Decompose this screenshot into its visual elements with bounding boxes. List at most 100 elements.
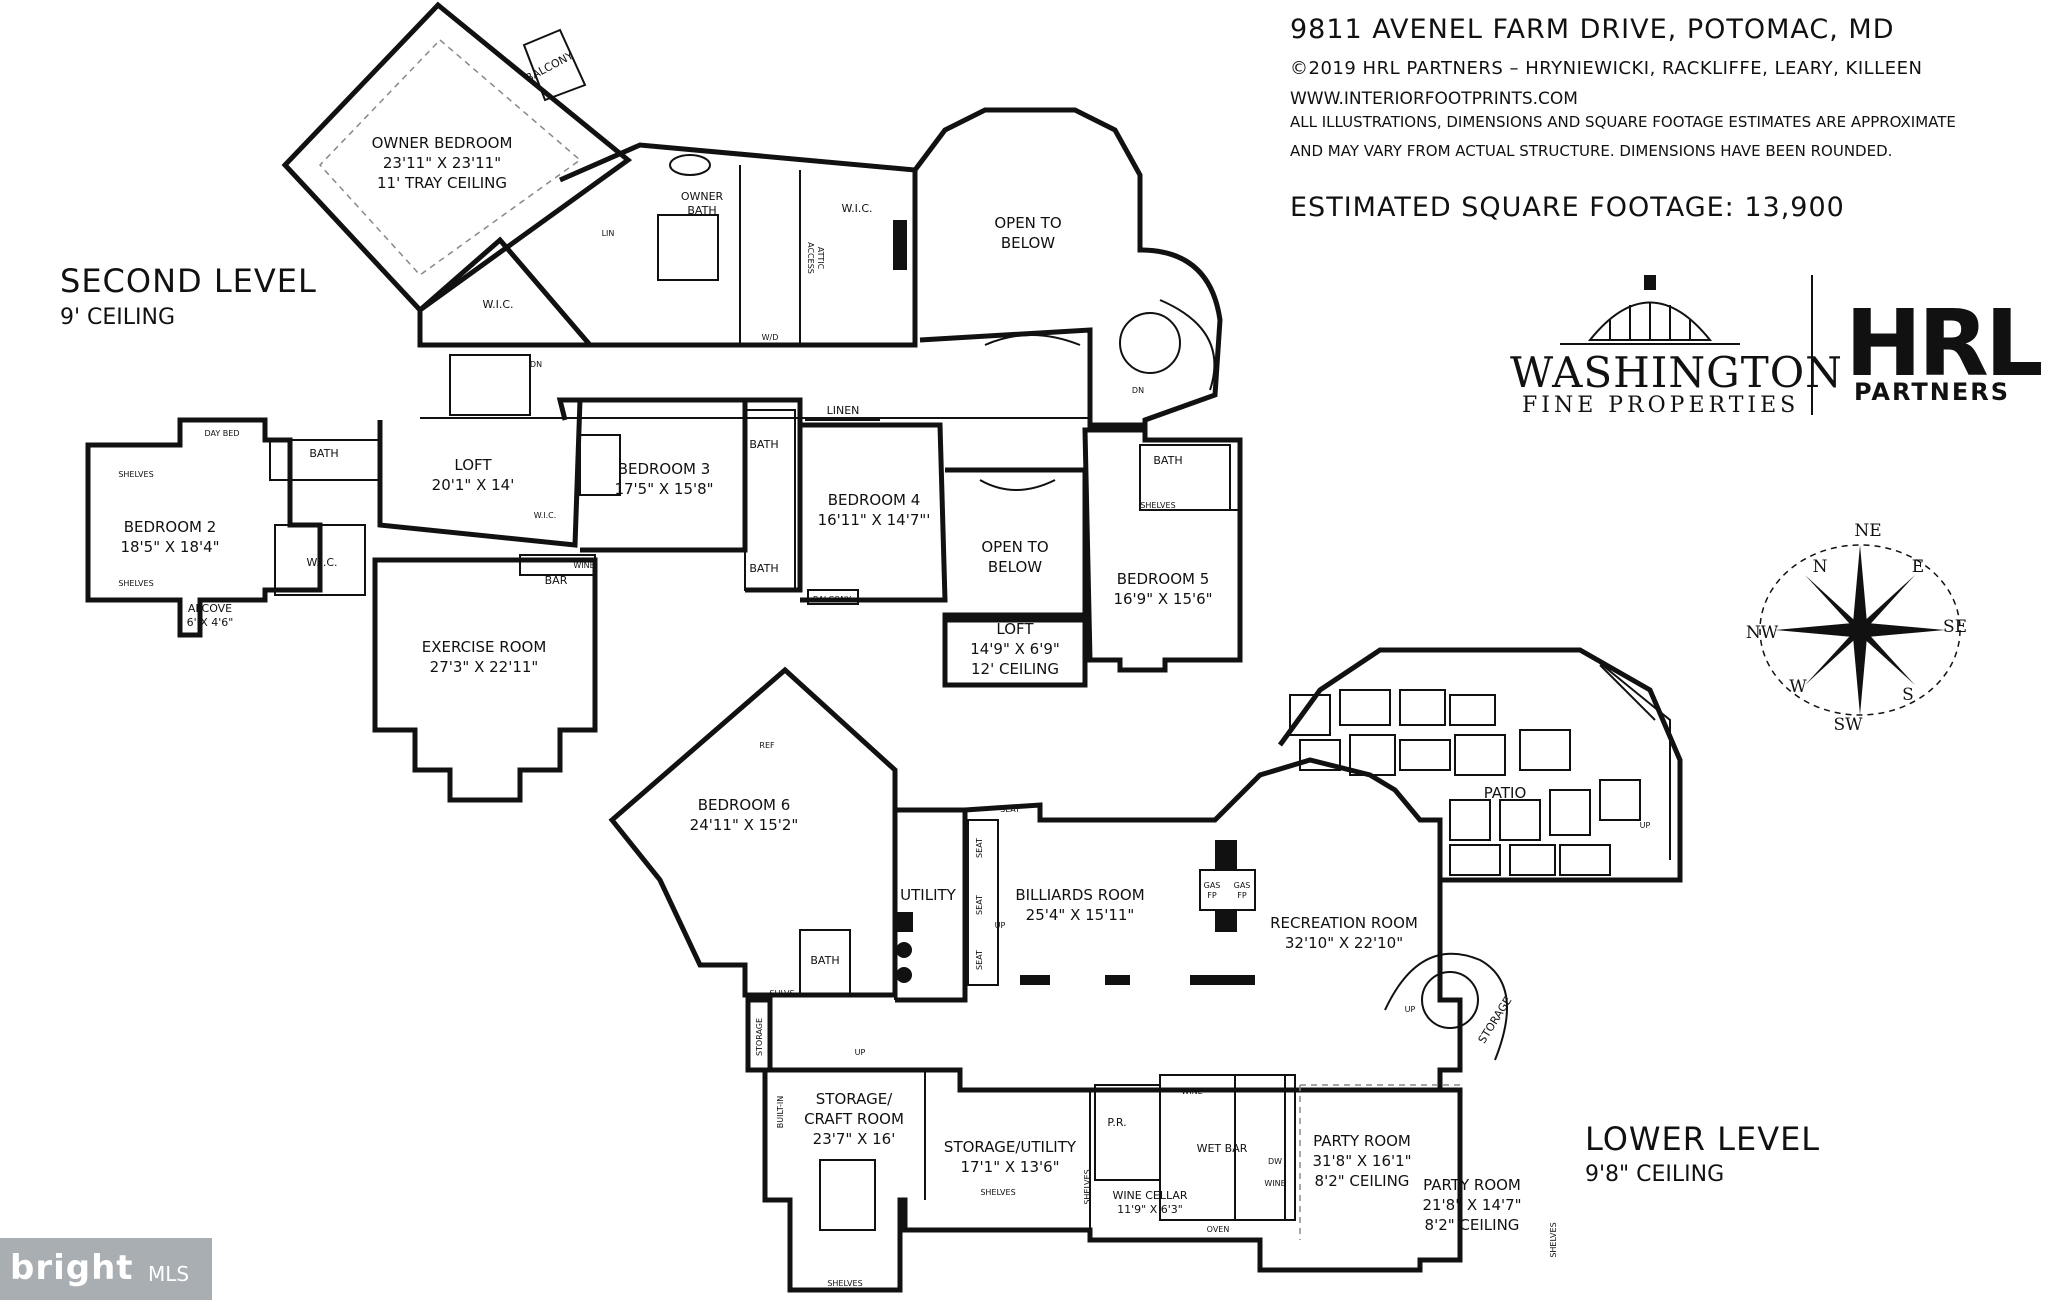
shelves-su-label: SHELVES [980, 1188, 1015, 1197]
second-level-ceiling: 9' CEILING [60, 305, 176, 330]
gas-fp1-b: FP [1207, 891, 1217, 900]
wd-label: W/D [762, 333, 779, 342]
compass-rose: N NE E SE S SW W NW [1746, 521, 1967, 735]
shelves-b5-label: SHELVES [1140, 501, 1175, 510]
wine-cellar-dims: 11'9" X 6'3" [1117, 1203, 1183, 1216]
lower-level-title: LOWER LEVEL [1585, 1120, 1821, 1158]
gas-fp2-a: GAS [1234, 881, 1251, 890]
attic-label-2: ACCESS [806, 242, 815, 274]
day-bed-label: DAY BED [204, 429, 239, 438]
oven-label: OVEN [1207, 1225, 1230, 1234]
shelves-party-label: SHELVES [1549, 1222, 1558, 1257]
gas-fp1-a: GAS [1204, 881, 1221, 890]
up-spiral-label: UP [1405, 1005, 1416, 1014]
shelves-pr-label: SHELVES [1083, 1169, 1092, 1204]
bath-b2-label: BATH [309, 447, 338, 460]
open-below-top-1: OPEN TO [994, 214, 1061, 232]
bedroom6-label: BEDROOM 6 [698, 796, 791, 814]
storage-right-label: STORAGE [1476, 994, 1515, 1045]
alcove-dims: 6' X 4'6" [187, 616, 234, 629]
balcony-top-label: BALCONY [523, 49, 576, 85]
compass-se: SE [1943, 617, 1967, 637]
seat4-label: SEAT [975, 950, 984, 970]
hrl-logo-name: HRL [1845, 290, 2043, 397]
watermark-sub: MLS [148, 1262, 190, 1286]
storage-craft-2: CRAFT ROOM [804, 1110, 904, 1128]
bedroom4-label: BEDROOM 4 [828, 491, 921, 509]
bedroom3-label: BEDROOM 3 [618, 460, 711, 478]
loft2-ceiling: 12' CEILING [971, 660, 1059, 678]
compass-ne: NE [1854, 521, 1881, 541]
bath-b5-label: BATH [1153, 454, 1182, 467]
dn-stair-label: DN [530, 360, 542, 369]
watermark-name: bright [10, 1248, 134, 1288]
shlvs-label: SHLVS [769, 989, 794, 998]
bedroom2-label: BEDROOM 2 [124, 518, 217, 536]
wine-label: WINE [573, 561, 594, 570]
open-below-mid-1: OPEN TO [981, 538, 1048, 556]
seat1-label: SEAT [1000, 805, 1020, 814]
compass-s: S [1902, 685, 1914, 705]
bedroom2-dims: 18'5" X 18'4" [120, 538, 219, 556]
seat2-label: SEAT [975, 838, 984, 858]
watermark-badge [0, 1238, 212, 1300]
bath-lower-label: BATH [810, 954, 839, 967]
washington-logo-sub: FINE PROPERTIES [1522, 393, 1800, 418]
dw-label: DW [1268, 1157, 1282, 1166]
loft2-label: LOFT [996, 620, 1034, 638]
header-address: 9811 AVENEL FARM DRIVE, POTOMAC, MD [1290, 14, 1895, 45]
wic-b2-label: W.I.C. [306, 556, 337, 569]
patio-label: PATIO [1484, 784, 1527, 802]
header-copyright: ©2019 HRL PARTNERS – HRYNIEWICKI, RACKLI… [1290, 58, 1923, 79]
bedroom3-dims: 17'5" X 15'8" [614, 480, 713, 498]
attic-label-1: ATTIC [816, 247, 825, 270]
hrl-logo-sub: PARTNERS [1854, 378, 2010, 406]
wic-loft-label: W.I.C. [534, 511, 557, 520]
party2-ceiling: 8'2" CEILING [1425, 1216, 1520, 1234]
linen-label: LINEN [827, 404, 860, 417]
recreation-label: RECREATION ROOM [1270, 914, 1418, 932]
washington-logo-name: WASHINGTON [1510, 348, 1843, 397]
storage-left-label: STORAGE [755, 1018, 764, 1056]
owner-wic-label: W.I.C. [841, 202, 872, 215]
bedroom5-label: BEDROOM 5 [1117, 570, 1210, 588]
second-level-labels: OWNER BEDROOM 23'11" X 23'11" 11' TRAY C… [118, 49, 1212, 678]
owner-bath-label-2: BATH [687, 204, 716, 217]
bath-b4-label: BATH [749, 562, 778, 575]
open-below-top-2: BELOW [1001, 234, 1055, 252]
balcony-b4-label: BALCONY [813, 595, 851, 604]
bedroom4-dims: 16'11" X 14'7"' [818, 511, 931, 529]
bar-label: BAR [545, 574, 568, 587]
shelves-b2a-label: SHELVES [118, 470, 153, 479]
storage-craft-1: STORAGE/ [816, 1090, 893, 1108]
party2-dims: 21'8" X 14'7" [1422, 1196, 1521, 1214]
party1-label: PARTY ROOM [1313, 1132, 1411, 1150]
lower-level-walls [608, 647, 1683, 1293]
loft-dims: 20'1" X 14' [432, 476, 515, 494]
billiards-dims: 25'4" X 15'11" [1026, 906, 1135, 924]
storage-utility-1: STORAGE/UTILITY [944, 1138, 1077, 1156]
bath-b3-label: BATH [749, 438, 778, 451]
ref-label: REF [759, 741, 775, 750]
seat3-label: SEAT [975, 895, 984, 915]
compass-e: E [1912, 557, 1924, 577]
alcove-label: ALCOVE [188, 602, 232, 615]
header-disclaimer-2: AND MAY VARY FROM ACTUAL STRUCTURE. DIME… [1290, 142, 1893, 160]
header-disclaimer-1: ALL ILLUSTRATIONS, DIMENSIONS AND SQUARE… [1290, 113, 1956, 131]
compass-w: W [1789, 677, 1807, 697]
header-square-footage: ESTIMATED SQUARE FOOTAGE: 13,900 [1290, 192, 1845, 223]
loft-label: LOFT [454, 456, 492, 474]
loft2-dims: 14'9" X 6'9" [970, 640, 1060, 658]
shelves-craft-label: SHELVES [827, 1279, 862, 1288]
party1-dims: 31'8" X 16'1" [1312, 1152, 1411, 1170]
bedroom6-dims: 24'11" X 15'2" [690, 816, 799, 834]
storage-utility-2: 17'1" X 13'6" [960, 1158, 1059, 1176]
wine-wb-label: WINE [1181, 1087, 1202, 1096]
billiards-label: BILLIARDS ROOM [1015, 886, 1144, 904]
second-level-walls [85, 1, 1243, 803]
compass-n: N [1813, 557, 1828, 577]
exercise-label: EXERCISE ROOM [422, 638, 547, 656]
party1-ceiling: 8'2" CEILING [1315, 1172, 1410, 1190]
owner-bath-label-1: OWNER [681, 190, 724, 203]
